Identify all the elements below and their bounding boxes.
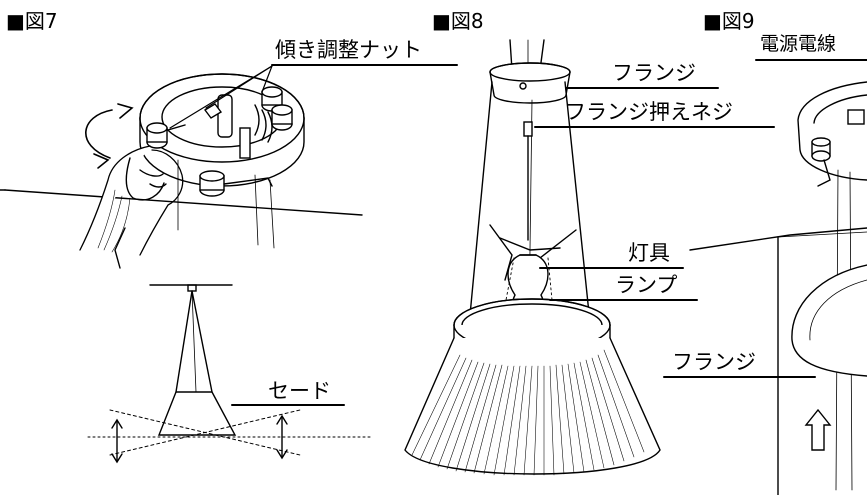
- flange-callout-fig9: フランジ: [672, 350, 756, 374]
- shade-callout: セード: [268, 379, 331, 403]
- figure-8-pendant-illustration: [404, 39, 661, 476]
- fixture-callout: 灯具: [628, 241, 670, 265]
- figure-7-canopy-illustration: [0, 73, 363, 269]
- flange-screw-callout: フランジ押えネジ: [565, 100, 733, 124]
- power-wire-callout: 電源電線: [760, 33, 837, 55]
- figure-9-label: ■図9: [703, 9, 755, 33]
- lamp-callout: ランプ: [615, 273, 678, 297]
- figure-8-label: ■図8: [432, 9, 484, 33]
- figure-7-shade-tilt-illustration: [87, 284, 373, 464]
- figure-9-canopy-illustration: [689, 81, 867, 495]
- flange-callout-fig8: フランジ: [612, 61, 696, 85]
- figure-7-label: ■図7: [6, 9, 58, 33]
- tilt-nut-callout: 傾き調整ナット: [275, 38, 422, 62]
